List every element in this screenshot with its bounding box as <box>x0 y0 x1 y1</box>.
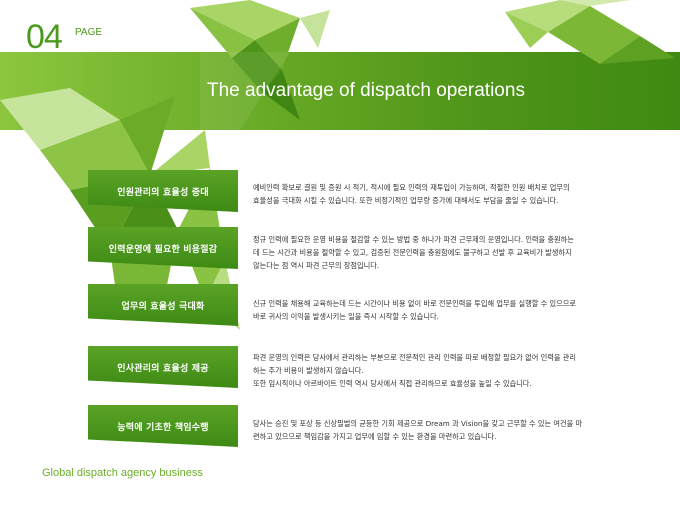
advantage-tab-4: 인사관리의 효율성 제공 <box>88 346 238 388</box>
description-line: 련하고 있으므로 책임감을 가지고 업무에 임할 수 있는 환경을 마련하고 있… <box>253 432 497 441</box>
page-title: The advantage of dispatch operations <box>207 80 525 101</box>
advantage-description-3: 신규 인력을 채용해 교육하는데 드는 시간이나 비용 없이 바로 전문인력을 … <box>253 297 613 323</box>
advantage-tab-3: 업무의 효율성 극대화 <box>88 284 238 326</box>
advantage-tab-1: 인원관리의 효율성 증대 <box>88 170 238 212</box>
description-line: 효율성을 극대화 시킬 수 있습니다. 또한 비정기적인 업무량 증가에 대해서… <box>253 196 559 205</box>
advantage-tab-5: 능력에 기초한 책임수행 <box>88 405 238 447</box>
description-line: 신규 인력을 채용해 교육하는데 드는 시간이나 비용 없이 바로 전문인력을 … <box>253 299 576 308</box>
page-label: PAGE <box>75 27 103 38</box>
footer-caption: Global dispatch agency business <box>42 467 203 479</box>
description-line: 데 드는 시간과 비용을 절약할 수 있고, 검증된 전문인력을 충원함에도 불… <box>253 248 572 257</box>
description-line: 바로 귀사의 이익을 발생시키는 일을 즉시 시작할 수 있습니다. <box>253 312 439 321</box>
advantage-description-1: 예비인력 확보로 결원 및 증원 시 적기, 적시에 필요 인력의 재투입이 가… <box>253 181 613 207</box>
page-number: 04 <box>26 18 63 56</box>
description-line: 정규 인력에 필요한 운영 비용을 절감할 수 있는 방법 중 하나가 파견 근… <box>253 235 574 244</box>
advantage-tab-2: 인력운영에 필요한 비용절감 <box>88 227 238 269</box>
advantage-description-2: 정규 인력에 필요한 운영 비용을 절감할 수 있는 방법 중 하나가 파견 근… <box>253 233 613 272</box>
description-line: 또한 임시직이나 아르바이트 인력 역시 당사에서 직접 관리하므로 효율성을 … <box>253 379 532 388</box>
description-line: 않는다는 점 역시 파견 근무의 장점입니다. <box>253 261 380 270</box>
advantage-description-4: 파견 운영의 인력은 당사에서 관리하는 부분으로 전문적인 관리 인력을 따로… <box>253 351 613 390</box>
description-line: 당사는 승진 및 포상 등 신상필벌의 균등한 기회 제공으로 Dream 과 … <box>253 419 583 428</box>
description-line: 예비인력 확보로 결원 및 증원 시 적기, 적시에 필요 인력의 재투입이 가… <box>253 183 570 192</box>
advantage-description-5: 당사는 승진 및 포상 등 신상필벌의 균등한 기회 제공으로 Dream 과 … <box>253 417 613 443</box>
description-line: 파견 운영의 인력은 당사에서 관리하는 부분으로 전문적인 관리 인력을 따로… <box>253 353 576 362</box>
description-line: 하는 추가 비용이 발생하지 않습니다. <box>253 366 364 375</box>
